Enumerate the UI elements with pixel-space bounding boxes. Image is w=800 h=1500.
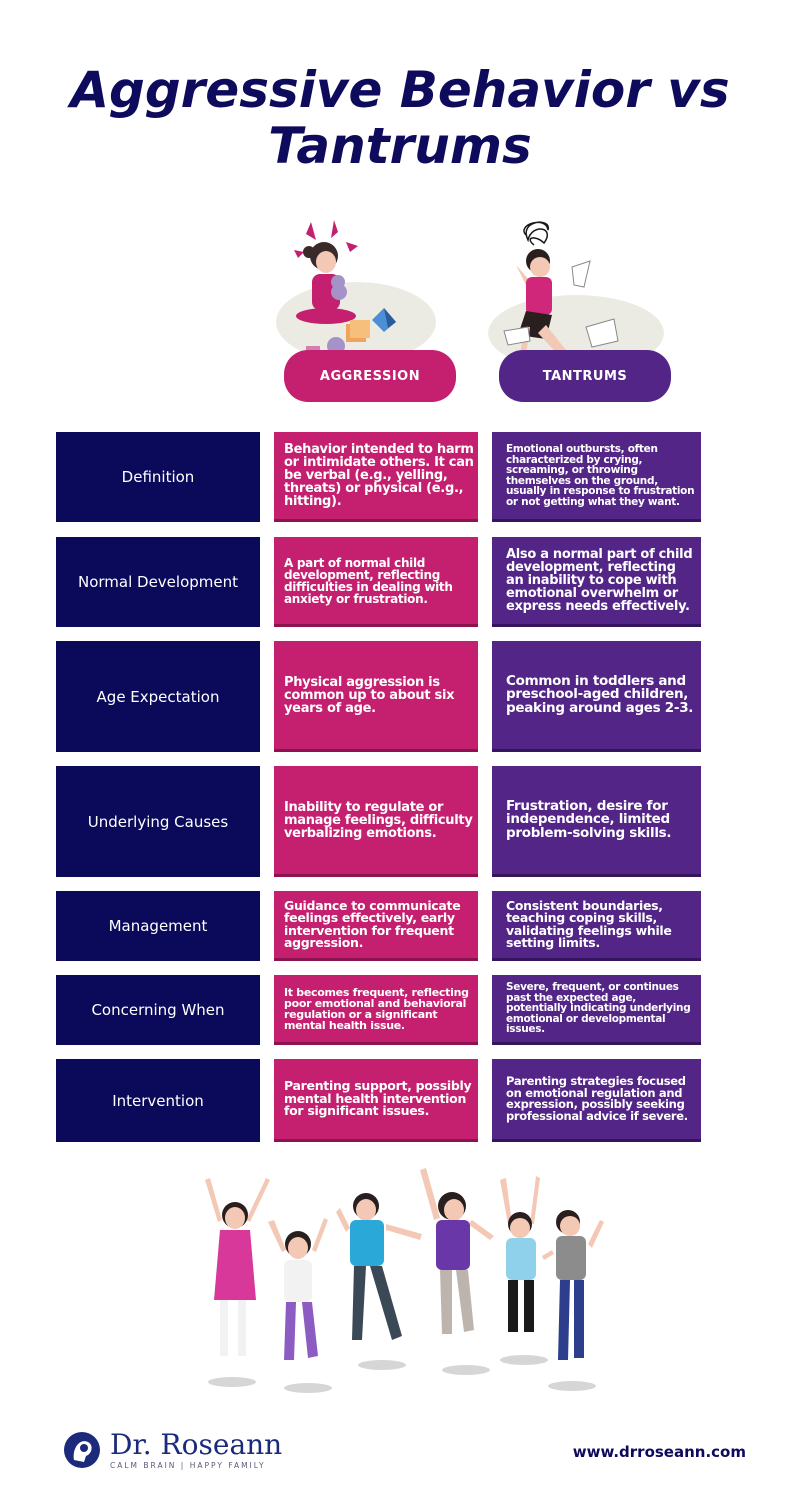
angry-girl-illustration — [276, 220, 436, 362]
table-row: Management Guidance to communicate feeli… — [56, 891, 701, 961]
table-row: Underlying Causes Inability to regulate … — [56, 766, 701, 877]
aggression-text: Guidance to communicate feelings effecti… — [284, 897, 461, 950]
row-label: Underlying Causes — [56, 766, 260, 877]
title-line-2: Tantrums — [268, 117, 532, 175]
aggression-cell: Inability to regulate or manage feelings… — [274, 766, 478, 877]
row-label: Intervention — [56, 1059, 260, 1142]
tantrums-text: Consistent boundaries, teaching coping s… — [506, 897, 672, 950]
aggression-text: Behavior intended to harm or intimidate … — [284, 442, 474, 509]
jumping-kids-illustration — [205, 1168, 604, 1393]
tantrums-text: Emotional outbursts, often characterized… — [506, 443, 695, 508]
table-row: Concerning When It becomes frequent, ref… — [56, 975, 701, 1045]
title-line-1: Aggressive Behavior vs — [70, 61, 730, 119]
tantrums-text: Parenting strategies focused on emotiona… — [506, 1074, 688, 1123]
aggression-cell: Behavior intended to harm or intimidate … — [274, 432, 478, 522]
tantrums-cell: Emotional outbursts, often characterized… — [492, 432, 701, 522]
row-label: Concerning When — [56, 975, 260, 1045]
tantrums-cell: Frustration, desire for independence, li… — [492, 766, 701, 877]
aggression-cell: Guidance to communicate feelings effecti… — [274, 891, 478, 961]
dr-roseann-logo-icon — [64, 1432, 100, 1468]
table-row: Definition Behavior intended to harm or … — [56, 432, 701, 522]
table-row: Age Expectation Physical aggression is c… — [56, 641, 701, 752]
logo-name: Dr. Roseann — [110, 1427, 283, 1461]
website-link[interactable]: www.drroseann.com — [572, 1443, 746, 1461]
table-row: Intervention Parenting support, possibly… — [56, 1059, 701, 1142]
tantrums-cell: Also a normal part of child development,… — [492, 537, 701, 627]
aggression-cell: Parenting support, possibly mental healt… — [274, 1059, 478, 1142]
tantrums-cell: Severe, frequent, or continues past the … — [492, 975, 701, 1045]
aggression-cell: Physical aggression is common up to abou… — [274, 641, 478, 752]
aggression-cell: It becomes frequent, reflecting poor emo… — [274, 975, 478, 1045]
tantrums-column-header: TANTRUMS — [499, 350, 671, 402]
page-title: Aggressive Behavior vs Tantrums — [0, 62, 800, 174]
aggression-text: Parenting support, possibly mental healt… — [284, 1078, 472, 1119]
row-label: Management — [56, 891, 260, 961]
table-row: Normal Development A part of normal chil… — [56, 537, 701, 627]
tantrums-cell: Parenting strategies focused on emotiona… — [492, 1059, 701, 1142]
tantrums-text: Common in toddlers and preschool-aged ch… — [506, 672, 694, 716]
aggression-text: Inability to regulate or manage feelings… — [284, 799, 473, 841]
aggression-column-header: AGGRESSION — [284, 350, 456, 402]
logo-tagline: CALM BRAIN | HAPPY FAMILY — [110, 1460, 266, 1470]
dr-roseann-logo[interactable]: Dr. Roseann CALM BRAIN | HAPPY FAMILY — [62, 1430, 282, 1470]
tantrums-text: Frustration, desire for independence, li… — [506, 797, 672, 841]
row-label: Age Expectation — [56, 641, 260, 752]
aggression-text: It becomes frequent, reflecting poor emo… — [284, 985, 469, 1032]
tantrums-cell: Common in toddlers and preschool-aged ch… — [492, 641, 701, 752]
aggression-text: Physical aggression is common up to abou… — [284, 674, 455, 716]
tantrums-text: Also a normal part of child development,… — [506, 547, 693, 614]
aggression-cell: A part of normal child development, refl… — [274, 537, 478, 627]
row-label: Definition — [56, 432, 260, 522]
aggression-text: A part of normal child development, refl… — [284, 555, 453, 606]
tantrums-text: Severe, frequent, or continues past the … — [506, 981, 691, 1036]
row-label: Normal Development — [56, 537, 260, 627]
tantrums-cell: Consistent boundaries, teaching coping s… — [492, 891, 701, 961]
